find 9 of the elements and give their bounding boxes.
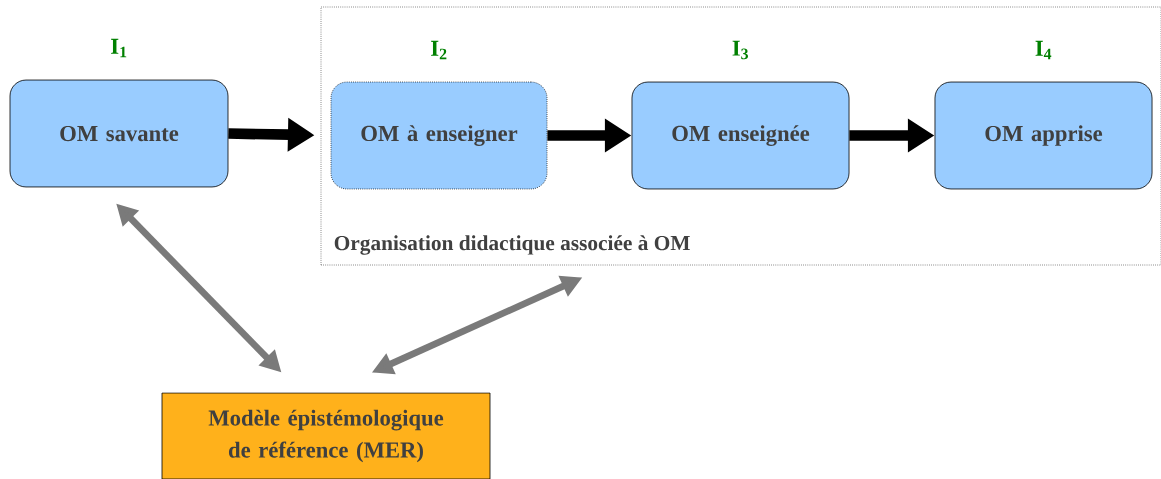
index-label: I$_{1}$ (111, 38, 127, 58)
index-label: I$_{2}$ (431, 40, 447, 60)
process-box: OM à enseigner (330, 81, 548, 190)
process-box: OM savante (9, 79, 229, 188)
reference-model-box: Modèle épistémologique de référence (MER) (161, 392, 491, 479)
index-label: I$_{3}$ (732, 40, 748, 60)
process-box: OM enseignée (631, 81, 850, 190)
process-box: OM apprise (934, 81, 1153, 190)
index-label: I$_{4}$ (1035, 40, 1052, 60)
